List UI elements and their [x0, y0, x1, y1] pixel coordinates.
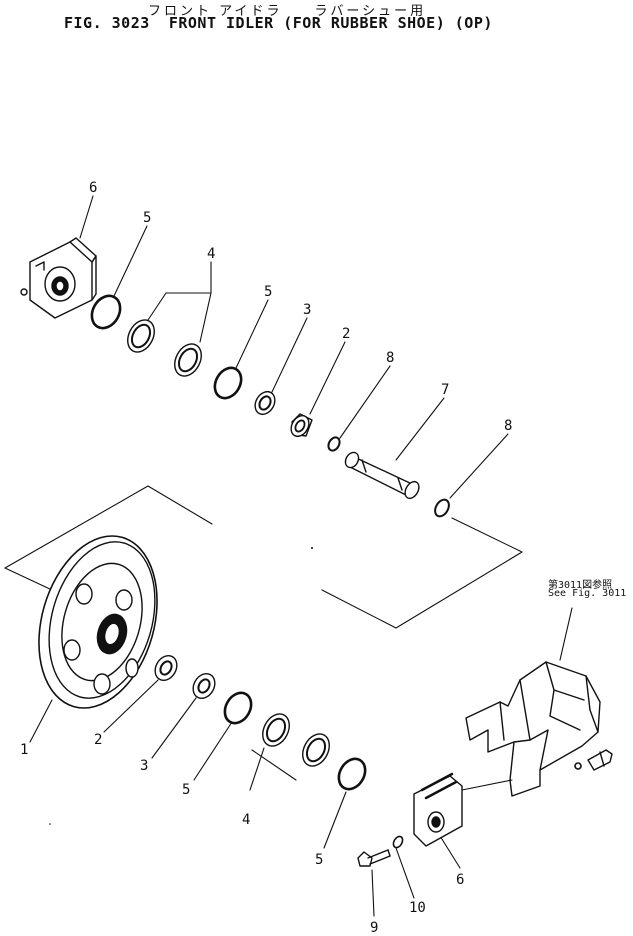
part-5-oring-lower-right	[337, 757, 367, 791]
part-5-oring-upper-middle	[213, 366, 243, 400]
callout-9: 9	[370, 920, 378, 936]
part-5-oring-upper-left	[90, 294, 122, 330]
part-2-upper-collar	[290, 413, 313, 438]
upper-leader-lines	[79, 195, 509, 499]
callout-labels: 6 5 4 5 3 2 8 7 8 1 2 3 5 4 5 6 10 9	[20, 180, 512, 936]
part-10-washer	[392, 835, 404, 849]
part-6-upper-housing	[20, 237, 97, 319]
figure-title: FIG. 3023 FRONT IDLER (FOR RUBBER SHOE) …	[64, 14, 493, 32]
callout-6-upper: 6	[89, 180, 97, 196]
japanese-subtitle: フロント アイドラ ラバーシュー用	[148, 4, 427, 19]
frame-lines	[4, 485, 523, 629]
part-3-lower-bushing	[192, 672, 216, 700]
callout-8-upper: 8	[386, 350, 394, 366]
part-5-oring-lower-left	[223, 691, 253, 725]
lower-leader-lines	[29, 607, 573, 917]
callout-8-right: 8	[504, 418, 512, 434]
callout-5-lower-left: 5	[182, 782, 190, 798]
part-6-lower-housing	[413, 772, 463, 847]
callout-7: 7	[441, 382, 449, 398]
callout-4-lower: 4	[242, 812, 250, 828]
callout-2-upper: 2	[342, 326, 350, 342]
reference-note-en: See Fig. 3011	[548, 588, 627, 599]
part-2-lower-collar	[154, 654, 178, 682]
part-4-lower-seal-b	[302, 733, 330, 767]
callout-5-lower-right: 5	[315, 852, 323, 868]
part-4-upper-seal-a	[127, 319, 155, 353]
callout-3-lower: 3	[140, 758, 148, 774]
callout-10: 10	[409, 900, 426, 916]
callout-5-upper-middle: 5	[264, 284, 272, 300]
callout-2-lower: 2	[94, 732, 102, 748]
part-8-oring-upper	[327, 436, 341, 452]
part-4-upper-seal-b	[174, 343, 202, 377]
callout-3-upper: 3	[303, 302, 311, 318]
part-7-shaft	[344, 451, 420, 500]
part-8-oring-right	[434, 498, 450, 518]
callout-5-upper-left: 5	[143, 210, 151, 226]
part-4-lower-seal-a	[262, 713, 290, 747]
callout-4-upper: 4	[207, 246, 215, 262]
idler-bracket	[461, 661, 613, 797]
callout-1: 1	[20, 742, 28, 758]
reference-note-jp: 第3011図参照	[548, 580, 613, 591]
part-3-upper-bushing	[254, 390, 276, 416]
part-1-idler-wheel	[38, 535, 158, 709]
callout-6-lower: 6	[456, 872, 464, 888]
part-9-bolt	[357, 849, 391, 867]
